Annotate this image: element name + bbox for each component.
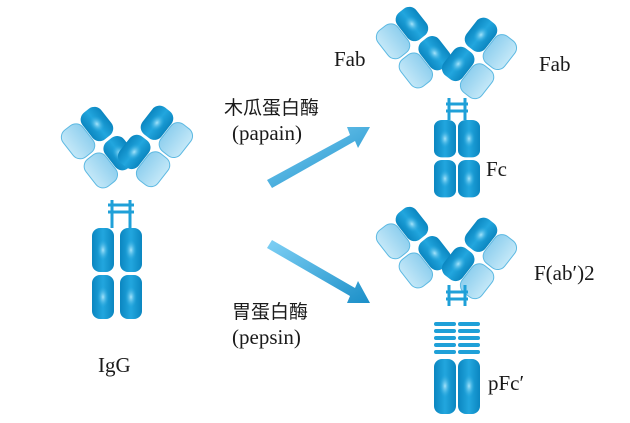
pepsin-label-en: (pepsin) [232, 325, 301, 349]
fab-right-label: Fab [539, 52, 571, 76]
papain-label-cn: 木瓜蛋白酶 [224, 97, 319, 119]
fab2-fragment [371, 202, 522, 306]
fab2-label: F(ab′)2 [534, 261, 595, 285]
pfc-fragment [434, 322, 480, 414]
fab-fragment-left [371, 2, 457, 93]
igg-label: IgG [98, 353, 131, 377]
fab-left-label: Fab [334, 47, 366, 71]
pepsin-label-cn: 胃蛋白酶 [232, 301, 308, 323]
papain-arrow [267, 127, 370, 188]
fc-fragment [434, 98, 480, 198]
fc-label: Fc [486, 157, 507, 181]
igg-antibody [56, 101, 198, 319]
fab-fragment-right [436, 13, 522, 103]
papain-label-en: (papain) [232, 121, 302, 145]
pfc-label: pFc′ [488, 371, 524, 395]
pepsin-arrow [267, 240, 370, 303]
